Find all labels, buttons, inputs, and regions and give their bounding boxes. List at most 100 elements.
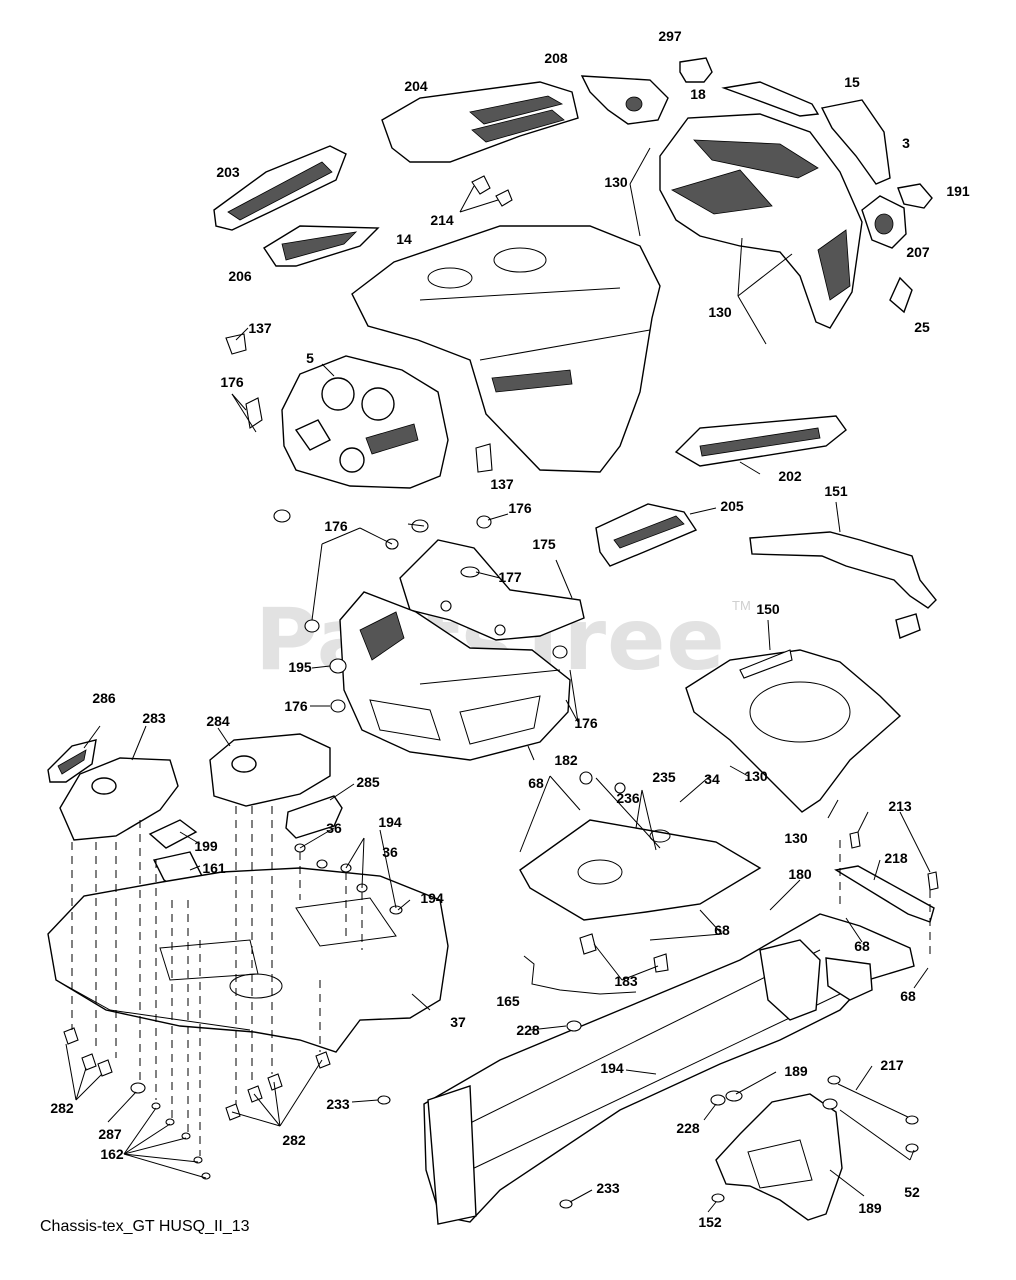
diagram-caption: Chassis-tex_GT HUSQ_II_13	[40, 1218, 250, 1235]
part-214	[471, 175, 513, 207]
part-label-207: 207	[906, 244, 930, 260]
part-label-205: 205	[720, 498, 744, 514]
part-label-204: 204	[404, 78, 428, 94]
part-228	[566, 1020, 726, 1106]
part-195	[329, 658, 347, 674]
part-label-176-d: 176	[284, 698, 308, 714]
part-label-282-a: 282	[50, 1100, 74, 1116]
part-label-235: 235	[652, 769, 676, 785]
part-label-176-e: 176	[574, 715, 598, 731]
part-208	[580, 75, 669, 125]
part-label-228-a: 228	[516, 1022, 540, 1038]
part-152	[711, 1193, 725, 1203]
part-label-182: 182	[554, 752, 578, 768]
part-label-130-b: 130	[708, 304, 732, 320]
part-285	[285, 795, 343, 839]
part-176-fasteners	[245, 397, 568, 713]
part-label-282-b: 282	[282, 1132, 306, 1148]
part-151	[749, 531, 937, 639]
part-label-297: 297	[658, 28, 682, 44]
part-233	[377, 1095, 573, 1209]
leader-lines	[65, 147, 931, 1213]
part-label-5: 5	[306, 350, 314, 366]
part-203	[213, 145, 347, 231]
part-286	[47, 739, 97, 783]
part-label-25: 25	[914, 319, 930, 335]
part-label-137-b: 137	[490, 476, 514, 492]
part-label-68-c: 68	[854, 938, 870, 954]
part-137-mid	[475, 443, 493, 473]
part-label-68-d: 68	[900, 988, 916, 1004]
part-283	[59, 757, 179, 841]
part-180	[423, 913, 915, 1225]
part-label-68-a: 68	[528, 775, 544, 791]
part-label-217: 217	[880, 1057, 904, 1073]
part-165	[523, 955, 637, 995]
part-label-236: 236	[616, 790, 640, 806]
part-25	[889, 276, 913, 314]
part-label-183: 183	[614, 973, 638, 989]
part-label-233-b: 233	[596, 1180, 620, 1196]
part-207	[861, 195, 907, 249]
part-284	[209, 733, 331, 807]
part-137-top	[225, 333, 247, 355]
part-label-191: 191	[946, 183, 970, 199]
part-label-130-c: 130	[744, 768, 768, 784]
part-206	[263, 225, 380, 267]
part-label-286: 286	[92, 690, 116, 706]
part-label-208: 208	[544, 50, 568, 66]
part-label-18: 18	[690, 86, 706, 102]
part-label-195: 195	[288, 659, 312, 675]
part-150	[685, 649, 902, 813]
part-213	[849, 831, 939, 891]
part-label-194-b: 194	[420, 890, 444, 906]
part-label-165: 165	[496, 993, 520, 1009]
part-label-14: 14	[396, 231, 412, 247]
part-177	[460, 566, 480, 578]
part-34	[519, 771, 762, 921]
part-label-218: 218	[884, 850, 908, 866]
part-175	[399, 539, 585, 641]
part-label-233-a: 233	[326, 1096, 350, 1112]
part-label-130-a: 130	[604, 174, 628, 190]
part-217	[827, 1075, 919, 1153]
part-label-36-a: 36	[326, 820, 342, 836]
part-label-3: 3	[902, 135, 910, 151]
part-label-284: 284	[206, 713, 230, 729]
part-183	[579, 933, 669, 973]
part-label-202: 202	[778, 468, 802, 484]
part-37	[47, 867, 449, 1053]
part-182	[339, 591, 571, 761]
part-label-194-c: 194	[600, 1060, 624, 1076]
part-label-176-a: 176	[220, 374, 244, 390]
part-199	[148, 819, 198, 849]
part-204	[381, 81, 579, 163]
part-label-68-b: 68	[714, 922, 730, 938]
part-label-213: 213	[888, 798, 912, 814]
watermark-trademark: TM	[732, 598, 751, 613]
part-label-162: 162	[100, 1146, 124, 1162]
part-label-37: 37	[450, 1014, 466, 1030]
part-label-228-b: 228	[676, 1120, 700, 1136]
part-282-clips	[63, 1027, 331, 1121]
part-label-203: 203	[216, 164, 240, 180]
assembly-guide-lines	[71, 806, 931, 1156]
part-label-137-a: 137	[248, 320, 272, 336]
part-label-176-c: 176	[324, 518, 348, 534]
part-label-177: 177	[498, 569, 522, 585]
part-label-285: 285	[356, 774, 380, 790]
part-18	[659, 113, 863, 329]
part-label-175: 175	[532, 536, 556, 552]
part-label-287: 287	[98, 1126, 122, 1142]
part-287	[130, 1082, 146, 1094]
part-202	[674, 415, 847, 467]
part-label-214: 214	[430, 212, 454, 228]
part-15	[721, 81, 820, 117]
part-label-150: 150	[756, 601, 780, 617]
part-label-189-b: 189	[858, 1200, 882, 1216]
part-52	[715, 1093, 843, 1221]
part-218	[834, 865, 935, 923]
part-label-152: 152	[698, 1214, 722, 1230]
part-191	[897, 183, 933, 209]
